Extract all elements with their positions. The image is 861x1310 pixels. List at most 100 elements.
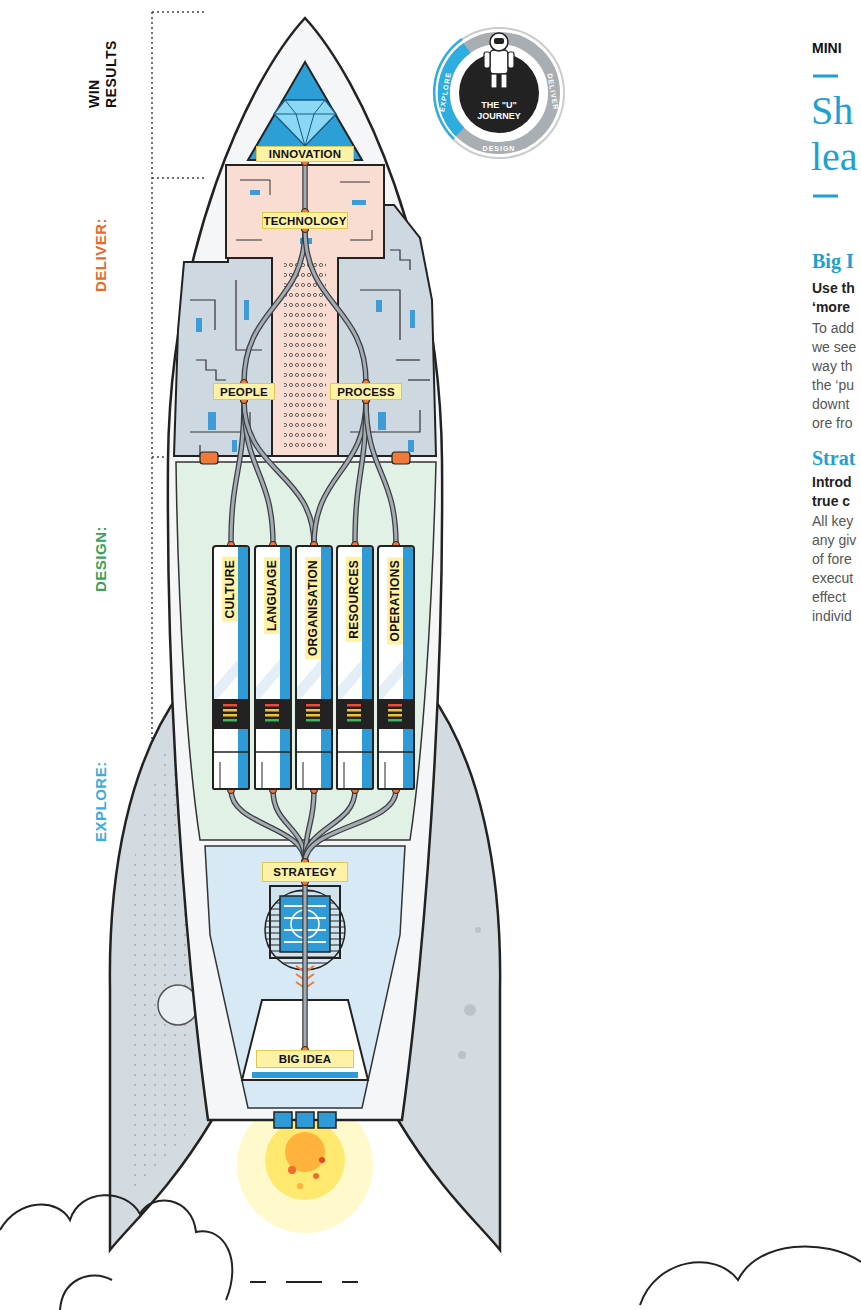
box-label: STRATEGY xyxy=(273,866,336,878)
box-label: INNOVATION xyxy=(269,148,342,160)
wire-casing xyxy=(314,400,366,545)
body-text: All key xyxy=(812,513,853,529)
art-line xyxy=(262,762,263,788)
art-line xyxy=(152,11,205,13)
art-rect xyxy=(265,704,279,707)
chamber-band xyxy=(252,1072,358,1078)
wire-casing xyxy=(273,790,305,862)
wire-connector xyxy=(231,790,305,862)
art-line xyxy=(286,1281,322,1283)
art-rect xyxy=(223,719,237,722)
pillar-label: LANGUAGE xyxy=(264,557,280,634)
fin-rivet xyxy=(475,927,481,933)
ground-dashes xyxy=(250,1281,358,1283)
art-polygon xyxy=(256,659,280,703)
art-path xyxy=(640,1246,861,1305)
art-rect xyxy=(265,714,279,717)
art-rect xyxy=(306,704,320,707)
wire-connector xyxy=(314,400,366,545)
title-rule xyxy=(813,195,838,198)
art-line xyxy=(344,762,345,788)
art-circle xyxy=(490,33,508,51)
launch-clouds xyxy=(0,1195,861,1310)
innovation-gem xyxy=(274,100,336,146)
pillar-panel: LANGUAGE xyxy=(254,545,292,790)
art-polyline xyxy=(390,250,410,270)
pillar-label: ORGANISATION xyxy=(305,557,321,659)
art-rect xyxy=(306,709,320,712)
art-line xyxy=(385,762,386,788)
deliver-section xyxy=(174,205,436,456)
art-rect xyxy=(297,699,331,729)
art-line xyxy=(303,762,304,788)
lead-text: ‘more xyxy=(812,299,850,315)
body-text: downt xyxy=(812,396,849,412)
journey-circle: THE "U" JOURNEYEXPLOREDESIGNDELIVER xyxy=(432,26,566,160)
gem-facet xyxy=(274,114,336,115)
box-label: PEOPLE xyxy=(220,386,268,398)
label-box: BIG IDEA xyxy=(256,1050,354,1068)
stage-label: DESIGN: xyxy=(92,526,110,592)
fin-rivet xyxy=(464,1004,476,1016)
art-rect xyxy=(494,38,504,44)
body-text: any giv xyxy=(812,532,856,548)
wire-connector xyxy=(304,162,307,212)
art-rect xyxy=(208,412,216,430)
art-circle xyxy=(285,1132,325,1172)
wire-connector xyxy=(273,790,305,862)
art-rect xyxy=(223,704,237,707)
art-polyline xyxy=(236,240,262,241)
art-rect xyxy=(306,719,320,722)
pillar-label: OPERATIONS xyxy=(387,557,403,644)
wire-casing xyxy=(244,400,314,545)
wire-connector xyxy=(304,882,307,1050)
art-line xyxy=(152,177,205,179)
art-rect xyxy=(265,719,279,722)
art-line xyxy=(338,751,372,753)
art-rect xyxy=(388,719,402,722)
wire-connector xyxy=(305,229,366,383)
rocket-body xyxy=(168,18,442,1120)
explore-section xyxy=(205,846,405,1108)
body-text: the ‘pu xyxy=(812,377,854,393)
art-rect xyxy=(490,50,508,74)
fin-rivet xyxy=(458,1051,466,1059)
article-title: Sh lea xyxy=(811,88,861,180)
lead-text: Use th xyxy=(812,280,855,296)
journey-title: THE "U" JOURNEY xyxy=(474,100,524,122)
art-rect xyxy=(379,699,413,729)
art-rect xyxy=(232,440,237,452)
art-circle xyxy=(297,1183,303,1189)
wire-casing xyxy=(305,790,396,862)
art-polygon xyxy=(338,659,362,703)
art-polyline xyxy=(408,379,430,380)
circuit-lines xyxy=(190,250,430,455)
body-text: effect xyxy=(812,589,846,605)
tech-stem-pattern xyxy=(284,262,326,452)
art-rect xyxy=(338,699,372,729)
art-rect xyxy=(274,1112,292,1128)
art-rect xyxy=(376,300,382,312)
wire-casing xyxy=(231,790,305,862)
body-text: way th xyxy=(812,358,852,374)
art-line xyxy=(151,12,153,842)
rocket-nozzles xyxy=(274,1112,336,1128)
art-polyline xyxy=(396,359,420,360)
art-polyline xyxy=(240,180,270,195)
box-label: BIG IDEA xyxy=(279,1053,332,1065)
pillar-panel: OPERATIONS xyxy=(377,545,415,790)
lead-text: Introd xyxy=(812,474,852,490)
art-rect xyxy=(265,709,279,712)
art-rect xyxy=(347,704,361,707)
gem-facet xyxy=(285,100,325,146)
art-polyline xyxy=(196,360,226,380)
art-line xyxy=(297,751,331,753)
pillar-panel: ORGANISATION xyxy=(295,545,333,790)
wire-casing xyxy=(302,162,308,212)
art-polyline xyxy=(340,182,370,183)
wire-connector xyxy=(231,400,244,545)
art-circle xyxy=(288,1166,296,1174)
